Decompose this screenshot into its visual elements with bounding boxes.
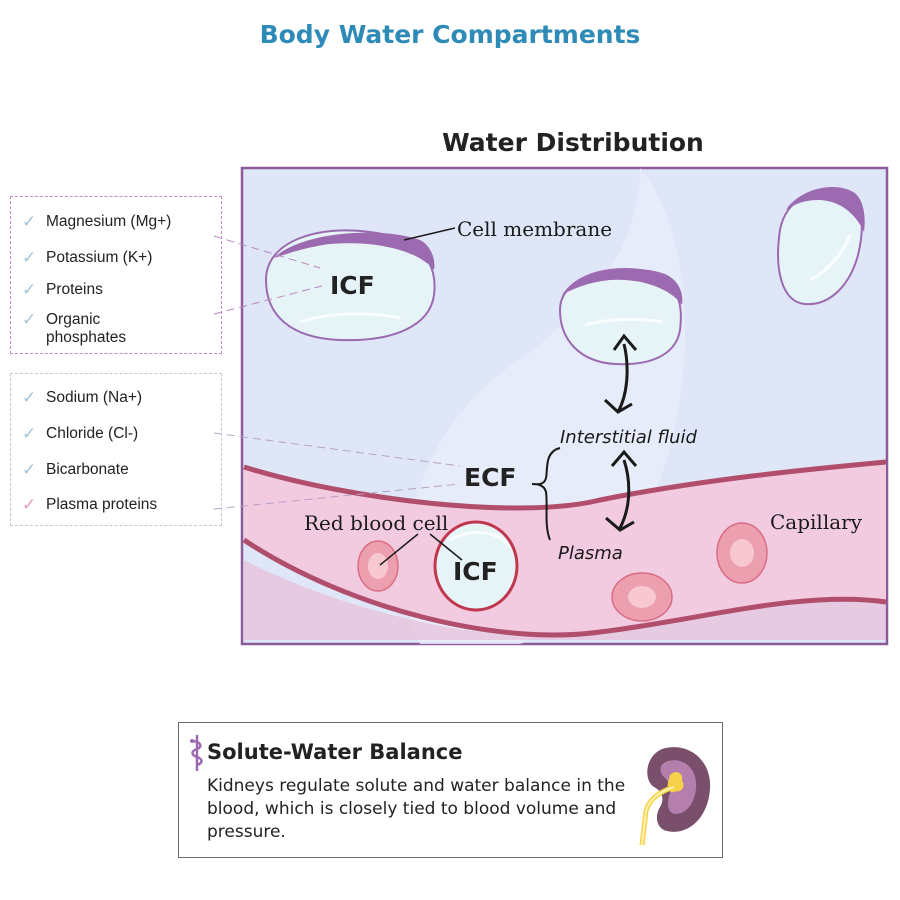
capillary-wall-bottom xyxy=(242,537,887,638)
check-icon: ✓ xyxy=(22,212,37,231)
ion-item-sodium: ✓ Sodium (Na+) xyxy=(22,388,143,407)
solute-water-balance-box: Solute-Water Balance Kidneys regulate so… xyxy=(178,722,723,858)
cell-middle xyxy=(558,268,683,366)
red-blood-cell-2 xyxy=(611,572,673,622)
icf-connector-bottom xyxy=(213,285,323,315)
info-text: Kidneys regulate solute and water balanc… xyxy=(207,776,626,842)
ecf-brace xyxy=(531,447,561,541)
red-blood-cell-icf xyxy=(433,520,519,612)
check-icon: ✓ xyxy=(22,424,37,443)
check-icon: ✓ xyxy=(22,280,37,299)
red-blood-cell-3 xyxy=(716,522,768,584)
ion-item-proteins: ✓ Proteins xyxy=(22,280,103,299)
ion-item-plasma-proteins: ✓ Plasma proteins xyxy=(22,495,158,514)
exchange-arrow-upper xyxy=(603,333,638,414)
check-icon: ✓ xyxy=(22,460,37,479)
ecf-ion-list: ✓ Sodium (Na+) ✓ Chloride (Cl-) ✓ Bicarb… xyxy=(10,373,222,526)
icf-ion-list: ✓ Magnesium (Mg+) ✓ Potassium (K+) ✓ Pro… xyxy=(10,196,222,354)
label-red-blood-cell: Red blood cell xyxy=(304,511,448,535)
check-icon: ✓ xyxy=(22,310,37,329)
check-icon: ✓ xyxy=(22,388,37,407)
cell-membrane-leader xyxy=(403,227,456,241)
ion-item-magnesium: ✓ Magnesium (Mg+) xyxy=(22,212,172,231)
label-ecf: ECF xyxy=(464,463,517,492)
capillary-lumen-shade xyxy=(244,560,886,640)
info-title: Solute-Water Balance xyxy=(207,740,463,764)
icf-connector-top xyxy=(213,235,321,269)
caduceus-icon xyxy=(190,735,203,771)
exchange-arrow-lower xyxy=(605,449,638,532)
ion-item-chloride: ✓ Chloride (Cl-) xyxy=(22,424,139,443)
rbc-leader-left xyxy=(379,533,419,566)
diagram-title: Water Distribution xyxy=(442,128,704,157)
label-icf-top: ICF xyxy=(330,271,375,300)
check-icon: ✓ xyxy=(22,495,37,514)
label-icf-bottom: ICF xyxy=(453,557,498,586)
kidney-icon xyxy=(639,747,711,846)
cell-left xyxy=(264,229,436,342)
label-capillary: Capillary xyxy=(770,510,863,534)
rbc-leader-right xyxy=(429,533,463,561)
page-title: Body Water Compartments xyxy=(259,20,641,49)
label-interstitial-fluid: Interstitial fluid xyxy=(560,427,698,448)
ecf-connector-bottom xyxy=(213,483,461,510)
red-blood-cell-1 xyxy=(357,540,399,592)
ecf-connector-top xyxy=(213,432,461,467)
check-icon: ✓ xyxy=(22,248,37,267)
label-plasma: Plasma xyxy=(558,543,623,564)
cell-right xyxy=(777,187,865,306)
ion-item-potassium: ✓ Potassium (K+) xyxy=(22,248,153,267)
label-cell-membrane: Cell membrane xyxy=(457,217,612,241)
capillary-wall-top xyxy=(243,459,887,511)
ion-item-organic-phosphates: ✓ Organic phosphates xyxy=(22,310,127,347)
ion-item-bicarbonate: ✓ Bicarbonate xyxy=(22,460,129,479)
capillary xyxy=(244,462,886,635)
